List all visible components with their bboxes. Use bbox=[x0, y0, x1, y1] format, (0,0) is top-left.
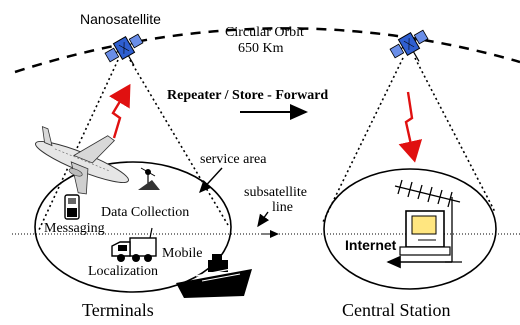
handheld-terminal-icon bbox=[64, 194, 80, 220]
orbit-label: Circular Orbit bbox=[225, 25, 304, 40]
localization-label: Localization bbox=[88, 264, 158, 279]
data-collection-label: Data Collection bbox=[101, 205, 189, 220]
service-area-label: service area bbox=[200, 152, 267, 167]
coverage-cone-left bbox=[37, 59, 229, 233]
truck-icon bbox=[111, 227, 157, 262]
subsatellite-pointer bbox=[257, 211, 270, 228]
service-area-ellipse bbox=[34, 161, 232, 293]
central-station-ellipse bbox=[323, 168, 497, 290]
ship-icon bbox=[176, 254, 252, 298]
uplink-arrow bbox=[109, 83, 131, 139]
subsatellite-label: subsatellite bbox=[244, 185, 307, 200]
airplane-icon bbox=[35, 125, 129, 195]
subsatellite-line-label: line bbox=[272, 200, 293, 215]
computer-icon bbox=[399, 210, 451, 256]
orbit-altitude-label: 650 Km bbox=[238, 41, 284, 56]
satellite-icon bbox=[104, 33, 144, 66]
repeater-label: Repeater / Store - Forward bbox=[167, 88, 328, 103]
internet-label: Internet bbox=[345, 237, 397, 253]
coverage-cone-right bbox=[322, 57, 496, 223]
messaging-label: Messaging bbox=[44, 221, 105, 236]
service-area-pointer bbox=[199, 167, 223, 194]
nanosatellite-label: Nanosatellite bbox=[80, 11, 161, 27]
central-station-label: Central Station bbox=[342, 300, 450, 320]
mobile-label: Mobile bbox=[162, 246, 202, 261]
weather-station-icon bbox=[138, 167, 160, 190]
orbit-arc bbox=[14, 27, 520, 74]
terminals-label: Terminals bbox=[82, 300, 154, 320]
downlink-arrow bbox=[398, 91, 423, 163]
yagi-antenna-icon bbox=[394, 179, 462, 263]
satellite-icon bbox=[389, 29, 429, 62]
